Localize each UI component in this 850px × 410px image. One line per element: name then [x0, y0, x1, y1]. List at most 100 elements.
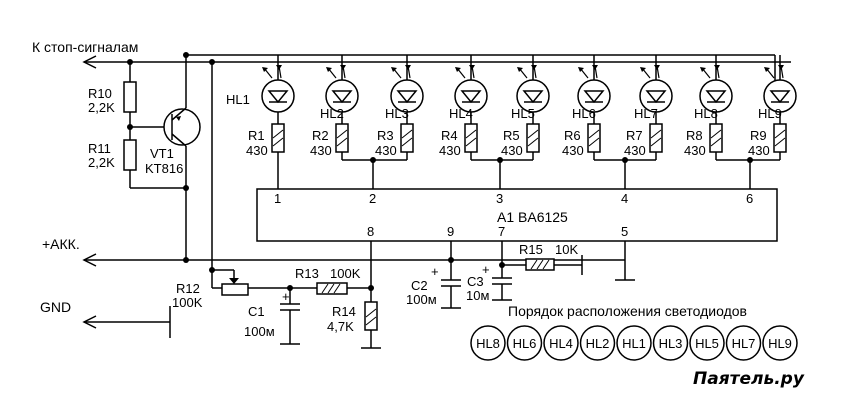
r15-name: R15 [519, 242, 543, 257]
r11-value: 2,2K [88, 155, 115, 170]
svg-text:+: + [431, 264, 439, 279]
battery-label: +АКК. [42, 236, 80, 252]
chip-pin-5: 5 [621, 224, 628, 239]
vt1-name: VT1 [150, 146, 174, 161]
r15-value: 10K [555, 242, 578, 257]
led-hl4-label: HL4 [449, 106, 473, 121]
c2-value: 100м [406, 292, 437, 307]
chip-pin-9: 9 [447, 224, 454, 239]
r11-name: R11 [88, 141, 111, 156]
r10-name: R10 [88, 86, 112, 101]
c2-name: C2 [411, 278, 428, 293]
svg-text:+: + [282, 289, 290, 304]
chip-pin-6: 6 [746, 191, 753, 206]
svg-text:HL2: HL2 [586, 336, 610, 351]
chip-pin-1: 1 [274, 191, 281, 206]
svg-text:HL6: HL6 [513, 336, 537, 351]
r10-resistor [123, 81, 137, 113]
chip-pin-4: 4 [621, 191, 628, 206]
order-hl4: HL4 [543, 325, 579, 361]
r10-value: 2,2K [88, 100, 115, 115]
r2-value: 430 [310, 143, 332, 158]
stop-signal-label: К стоп-сигналам [32, 39, 138, 55]
chip-label: A1 BA6125 [497, 209, 568, 225]
led-hl7-label: HL7 [634, 106, 658, 121]
r6-name: R6 [564, 128, 581, 143]
r9-name: R9 [750, 128, 767, 143]
watermark-text: Паятель.ру [693, 369, 805, 389]
r8-name: R8 [686, 128, 703, 143]
order-hl3: HL3 [652, 325, 689, 361]
r14-value: 4,7K [327, 319, 354, 334]
order-hl2: HL2 [579, 325, 616, 361]
r13-resistor [316, 282, 348, 295]
ground-rail [82, 306, 171, 338]
led-hl3-label: HL3 [385, 106, 409, 121]
c3-name: C3 [467, 274, 484, 289]
r5-value: 430 [501, 143, 523, 158]
r6-value: 430 [562, 143, 584, 158]
r12-name: R12 [176, 281, 200, 296]
led-hl5-label: HL5 [511, 106, 535, 121]
c1-value: 100м [244, 324, 275, 339]
svg-text:HL8: HL8 [476, 336, 500, 351]
r12-resistor [221, 283, 249, 296]
svg-text:HL7: HL7 [732, 336, 756, 351]
chip-pin-8: 8 [367, 224, 374, 239]
r7-name: R7 [626, 128, 643, 143]
r9-value: 430 [748, 143, 770, 158]
r7-value: 430 [624, 143, 646, 158]
c3-value: 10м [466, 288, 489, 303]
order-hl1: HL1 [616, 325, 652, 361]
stop-signal-rail [82, 55, 791, 69]
r2-name: R2 [312, 128, 329, 143]
led-hl8-label: HL8 [694, 106, 718, 121]
svg-text:HL3: HL3 [659, 336, 683, 351]
led-hl2-label: HL2 [320, 106, 344, 121]
svg-text:HL4: HL4 [549, 336, 573, 351]
vt1-value: KT816 [145, 161, 183, 176]
chip-pin-7: 7 [498, 224, 505, 239]
r11-resistor [123, 139, 137, 171]
r1-value: 430 [246, 143, 268, 158]
led-array: HL1R1430HL2R2430HL3R3430HL4R4430HL5R5430… [226, 55, 797, 189]
c1-name: C1 [248, 304, 265, 319]
r5-name: R5 [503, 128, 520, 143]
r3-name: R3 [377, 128, 394, 143]
svg-text:HL9: HL9 [768, 336, 792, 351]
r8-value: 430 [684, 143, 706, 158]
led-hl1-label: HL1 [226, 92, 250, 107]
r4-name: R4 [441, 128, 458, 143]
r1-name: R1 [248, 128, 265, 143]
led-anode-bus [186, 54, 776, 82]
led-order-row: HL8 HL6 HL4 HL2 HL1 HL3 HL5 HL7 HL9 [470, 325, 798, 361]
order-hl9: HL9 [762, 325, 798, 361]
led-hl9-label: HL9 [758, 106, 782, 121]
r13-value: 100K [330, 266, 361, 281]
chip-ba6125 [256, 188, 778, 242]
chip-pin-3: 3 [496, 191, 503, 206]
order-hl5: HL5 [689, 325, 725, 361]
svg-text:HL5: HL5 [695, 336, 719, 351]
order-hl6: HL6 [506, 325, 543, 361]
chip-pin-2: 2 [369, 191, 376, 206]
r13-name: R13 [295, 266, 319, 281]
order-hl8: HL8 [470, 325, 506, 361]
r14-name: R14 [332, 304, 356, 319]
led-order-title: Порядок расположения светодиодов [508, 303, 747, 319]
chip-pins: 1 2 3 4 6 8 9 7 5 [274, 191, 753, 239]
r4-value: 430 [439, 143, 461, 158]
led-hl6-label: HL6 [572, 106, 596, 121]
svg-text:HL1: HL1 [622, 336, 646, 351]
r12-value: 100K [172, 295, 203, 310]
